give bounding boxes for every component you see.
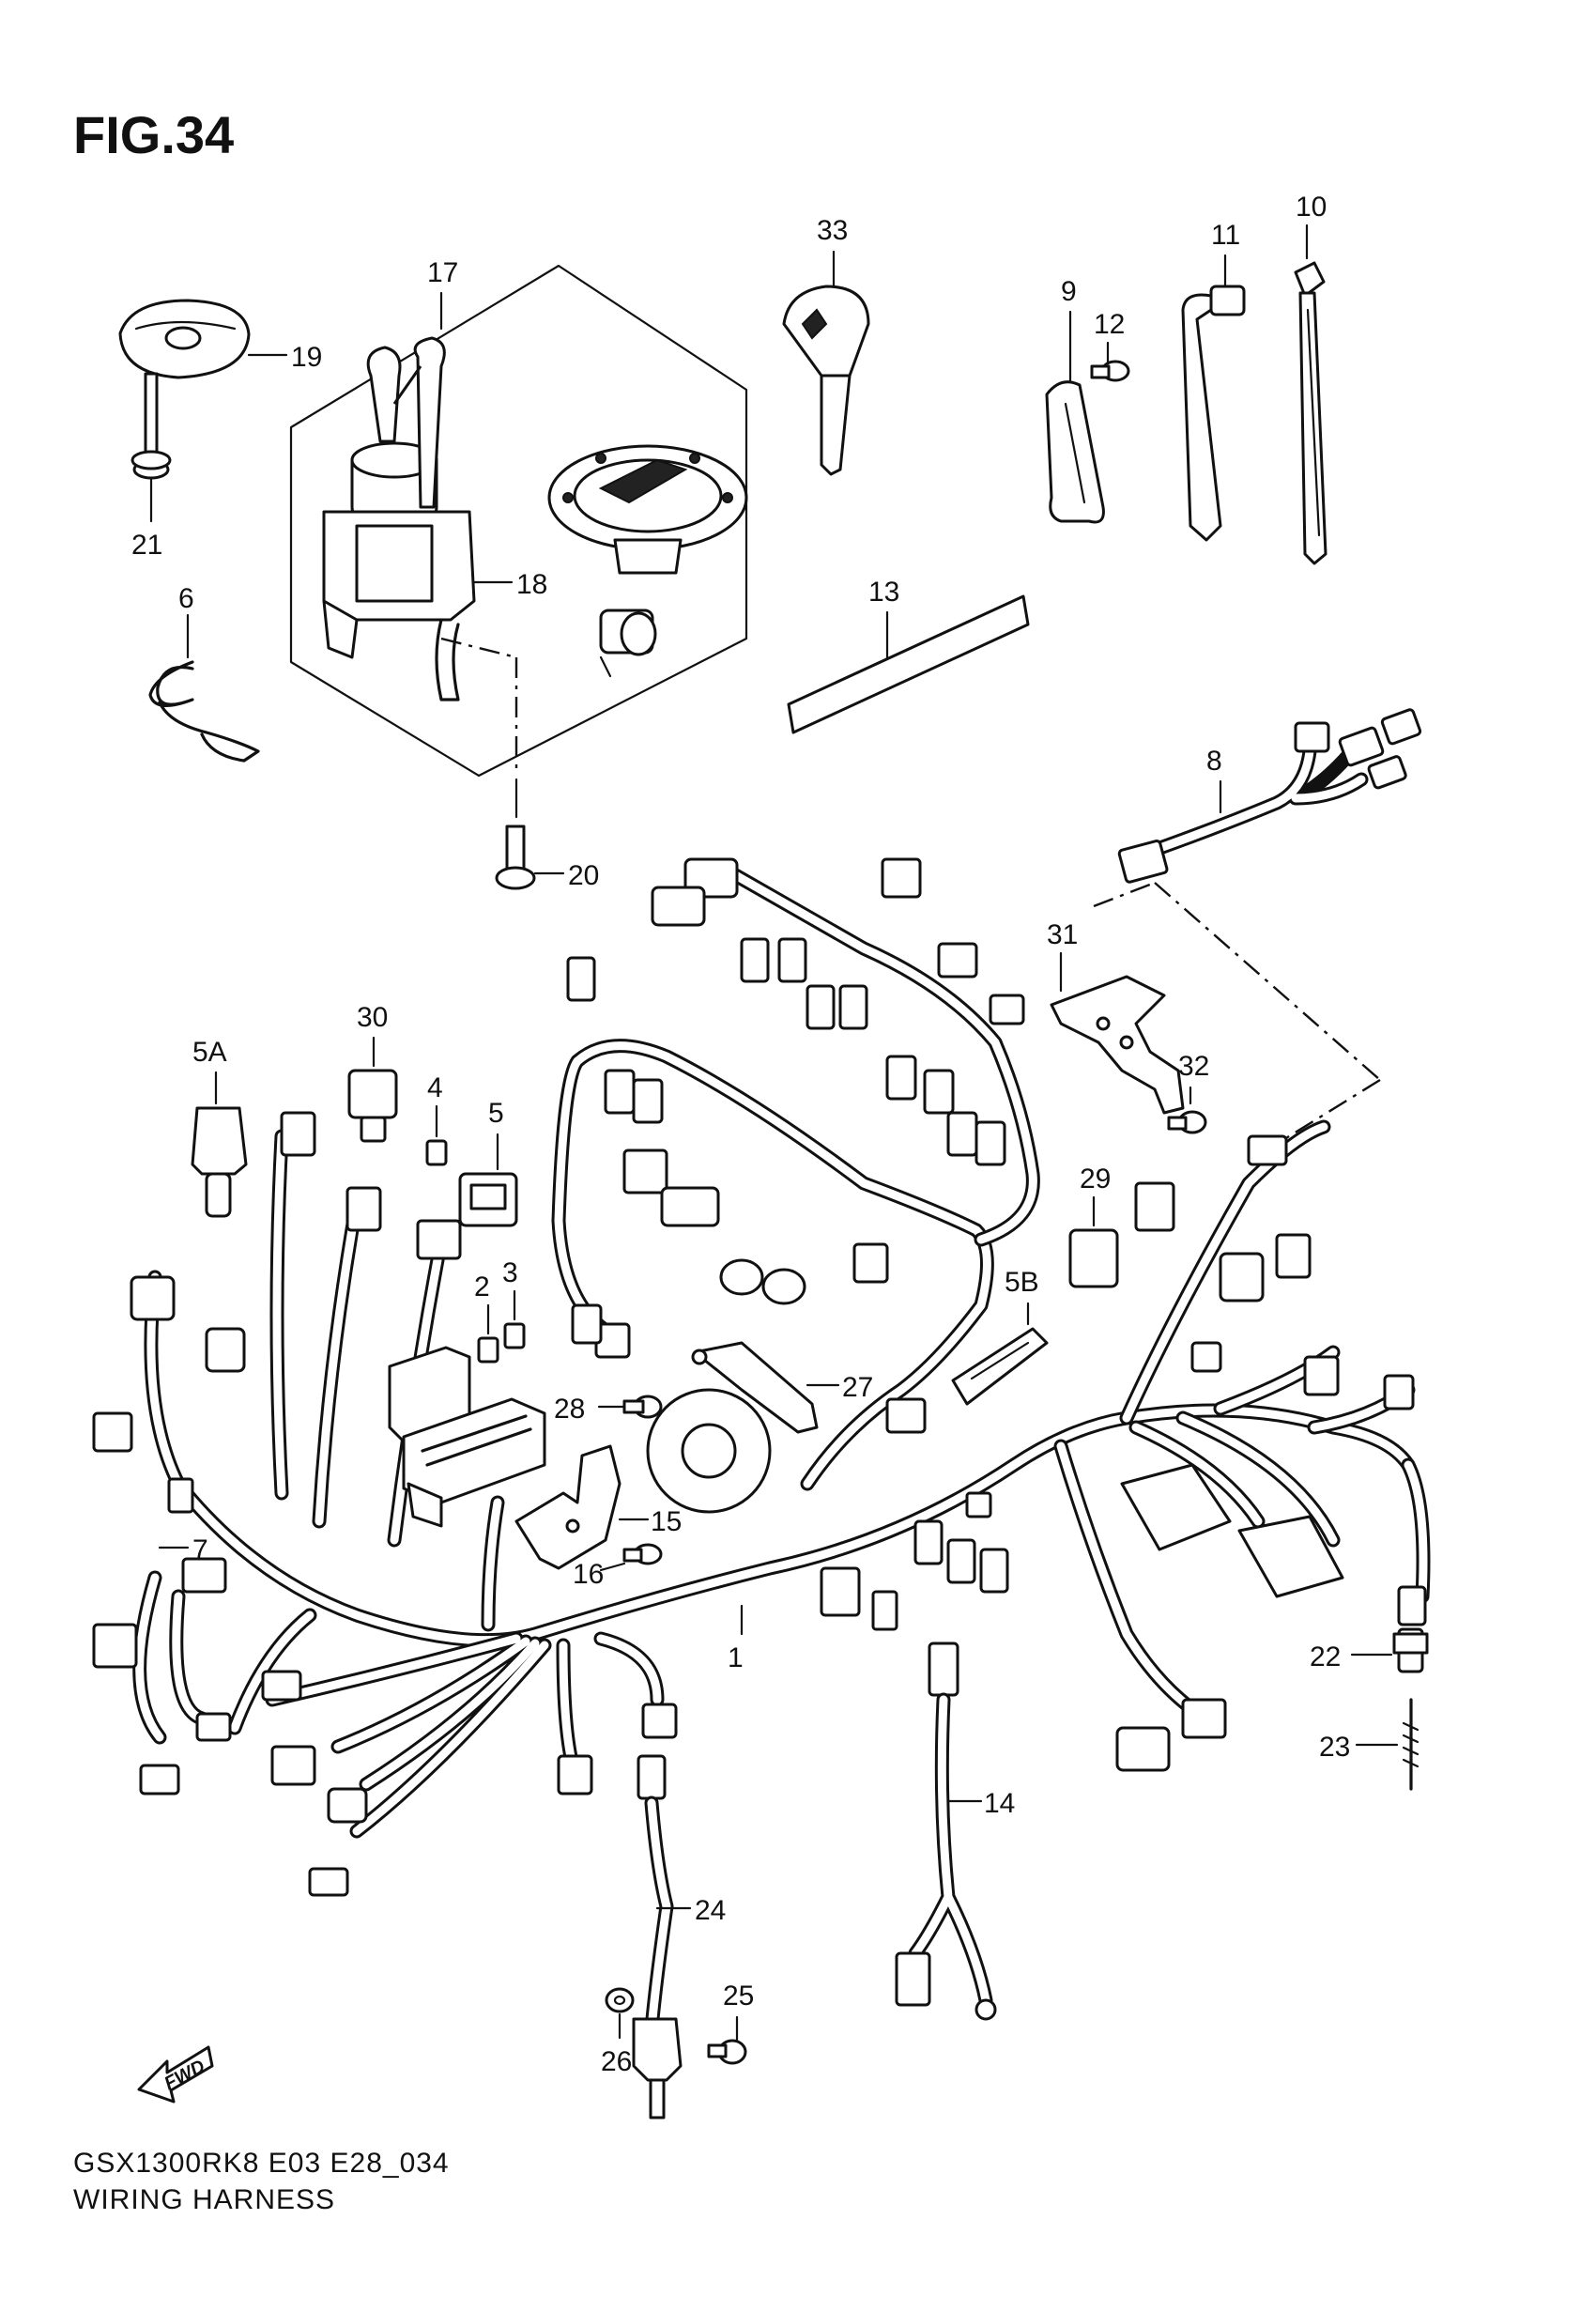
part-25-bolt xyxy=(707,2039,747,2065)
part-32-bolt xyxy=(1167,1110,1207,1134)
callout-14: 14 xyxy=(984,1788,1015,1819)
part-20-bolt xyxy=(495,825,536,890)
part-33-key-blank xyxy=(782,285,870,476)
callout-13: 13 xyxy=(868,577,899,608)
callout-5b: 5B xyxy=(1005,1267,1039,1298)
part-3-fuse xyxy=(503,1322,526,1349)
part-22-switch xyxy=(1392,1627,1429,1673)
figure-title: FIG.34 xyxy=(73,105,234,164)
callout-31: 31 xyxy=(1047,919,1078,950)
part-11-clamp xyxy=(1181,285,1246,542)
callout-2: 2 xyxy=(474,1272,490,1302)
callout-6: 6 xyxy=(178,583,194,614)
part-21-screw xyxy=(130,372,172,480)
callout-24: 24 xyxy=(695,1895,726,1926)
fwd-arrow-icon: FWD xyxy=(137,2045,214,2104)
callout-3: 3 xyxy=(502,1257,518,1288)
callout-1: 1 xyxy=(728,1642,744,1673)
callout-20: 20 xyxy=(568,860,599,891)
callout-28: 28 xyxy=(554,1394,585,1425)
part-1-main-wiring-harness xyxy=(92,857,1431,1897)
callout-32: 32 xyxy=(1178,1051,1209,1082)
part-6-spring xyxy=(148,660,260,763)
part-9-band xyxy=(1045,380,1105,524)
callout-21: 21 xyxy=(131,530,162,561)
callout-10: 10 xyxy=(1296,192,1327,223)
part-14-sub-harness xyxy=(895,1642,997,2021)
callout-25: 25 xyxy=(723,1981,754,2011)
callout-26: 26 xyxy=(601,2046,632,2077)
callout-8: 8 xyxy=(1206,746,1222,777)
callout-22: 22 xyxy=(1310,1642,1341,1672)
part-19-ignition-cover xyxy=(118,299,251,379)
callout-33: 33 xyxy=(817,215,848,246)
callout-30: 30 xyxy=(357,1002,388,1033)
callout-11: 11 xyxy=(1211,220,1240,251)
part-13-tape xyxy=(787,594,1030,734)
part-5a-relay xyxy=(191,1106,248,1218)
part-12-screw xyxy=(1090,360,1130,382)
callout-16: 16 xyxy=(573,1559,604,1590)
callout-5a: 5A xyxy=(192,1037,227,1068)
part-26-washer xyxy=(605,1987,635,2013)
part-28-bolt xyxy=(622,1395,663,1419)
callout-27: 27 xyxy=(842,1372,873,1403)
callout-4: 4 xyxy=(427,1072,443,1103)
seat-lock xyxy=(599,609,657,678)
part-24-switch-lead xyxy=(632,1754,683,2119)
fuse-box xyxy=(388,1346,546,1528)
part-23-spring xyxy=(1402,1698,1420,1791)
part-18-ignition-switch xyxy=(322,336,476,701)
callout-18: 18 xyxy=(516,569,547,600)
callout-7: 7 xyxy=(192,1534,208,1565)
part-17-ignition-switch-set-box xyxy=(289,264,748,778)
part-5-relay xyxy=(458,1172,518,1227)
figure-code: GSX1300RK8 E03 E28_034 xyxy=(73,2148,450,2179)
part-4-fuse xyxy=(425,1139,448,1166)
callout-12: 12 xyxy=(1094,309,1125,340)
part-16-screw xyxy=(622,1543,663,1565)
callout-23: 23 xyxy=(1319,1732,1350,1763)
fuel-cap-lock xyxy=(547,444,748,575)
figure-name: WIRING HARNESS xyxy=(73,2184,335,2215)
part-10-cable-tie xyxy=(1294,261,1327,565)
callout-9: 9 xyxy=(1061,276,1077,307)
part-27-horn xyxy=(646,1341,819,1514)
part-15-fuse-box-bracket xyxy=(514,1444,622,1570)
callout-17: 17 xyxy=(427,257,458,288)
part-31-bracket xyxy=(1050,975,1185,1115)
callout-29: 29 xyxy=(1080,1164,1111,1195)
part-8-sub-harness xyxy=(1117,708,1422,884)
callout-19: 19 xyxy=(291,342,322,373)
callout-15: 15 xyxy=(651,1506,682,1537)
part-30-relay xyxy=(347,1069,398,1143)
part-5b-holder xyxy=(951,1327,1049,1406)
part-2-fuse xyxy=(477,1336,499,1364)
callout-5: 5 xyxy=(488,1098,504,1129)
